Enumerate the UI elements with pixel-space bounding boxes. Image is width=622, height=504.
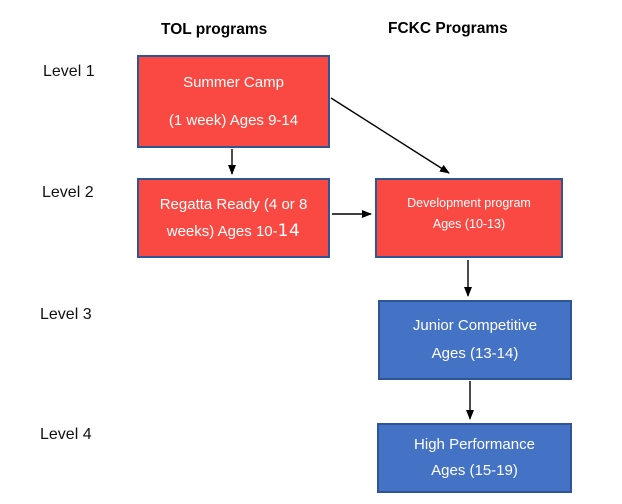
node-high-performance-detail: Ages (15-19) xyxy=(431,462,518,479)
node-summer-camp: Summer Camp (1 week) Ages 9-14 xyxy=(137,55,330,148)
node-high-performance: High Performance Ages (15-19) xyxy=(377,423,572,493)
node-high-performance-title: High Performance xyxy=(414,436,535,453)
level-3-label: Level 3 xyxy=(40,306,92,323)
node-summer-camp-detail: (1 week) Ages 9-14 xyxy=(168,112,299,129)
node-regatta-ready-detail-text: weeks) Ages 10- xyxy=(166,223,278,240)
level-1-label: Level 1 xyxy=(43,63,95,80)
node-development-program-title: Development program xyxy=(407,196,531,210)
arrow-summer-camp-to-development-program xyxy=(330,97,450,174)
column-header-fckc: FCKC Programs xyxy=(388,20,508,37)
level-4-label: Level 4 xyxy=(40,426,92,443)
node-summer-camp-title: Summer Camp xyxy=(183,74,284,91)
node-development-program: Development program Ages (10-13) xyxy=(375,178,563,258)
level-2-label: Level 2 xyxy=(42,184,94,201)
node-junior-competitive-detail: Ages (13-14) xyxy=(431,345,519,362)
node-regatta-ready-title: Regatta Ready (4 or 8 xyxy=(159,196,308,213)
node-regatta-ready: Regatta Ready (4 or 8 weeks) Ages 10-14 xyxy=(137,178,330,258)
node-regatta-ready-detail-number: 14 xyxy=(277,221,301,241)
node-development-program-detail: Ages (10-13) xyxy=(432,217,506,231)
node-regatta-ready-detail: weeks) Ages 10-14 xyxy=(167,218,301,245)
column-header-tol: TOL programs xyxy=(161,21,268,38)
node-junior-competitive-title: Junior Competitive xyxy=(412,317,538,334)
node-junior-competitive: Junior Competitive Ages (13-14) xyxy=(378,300,572,380)
